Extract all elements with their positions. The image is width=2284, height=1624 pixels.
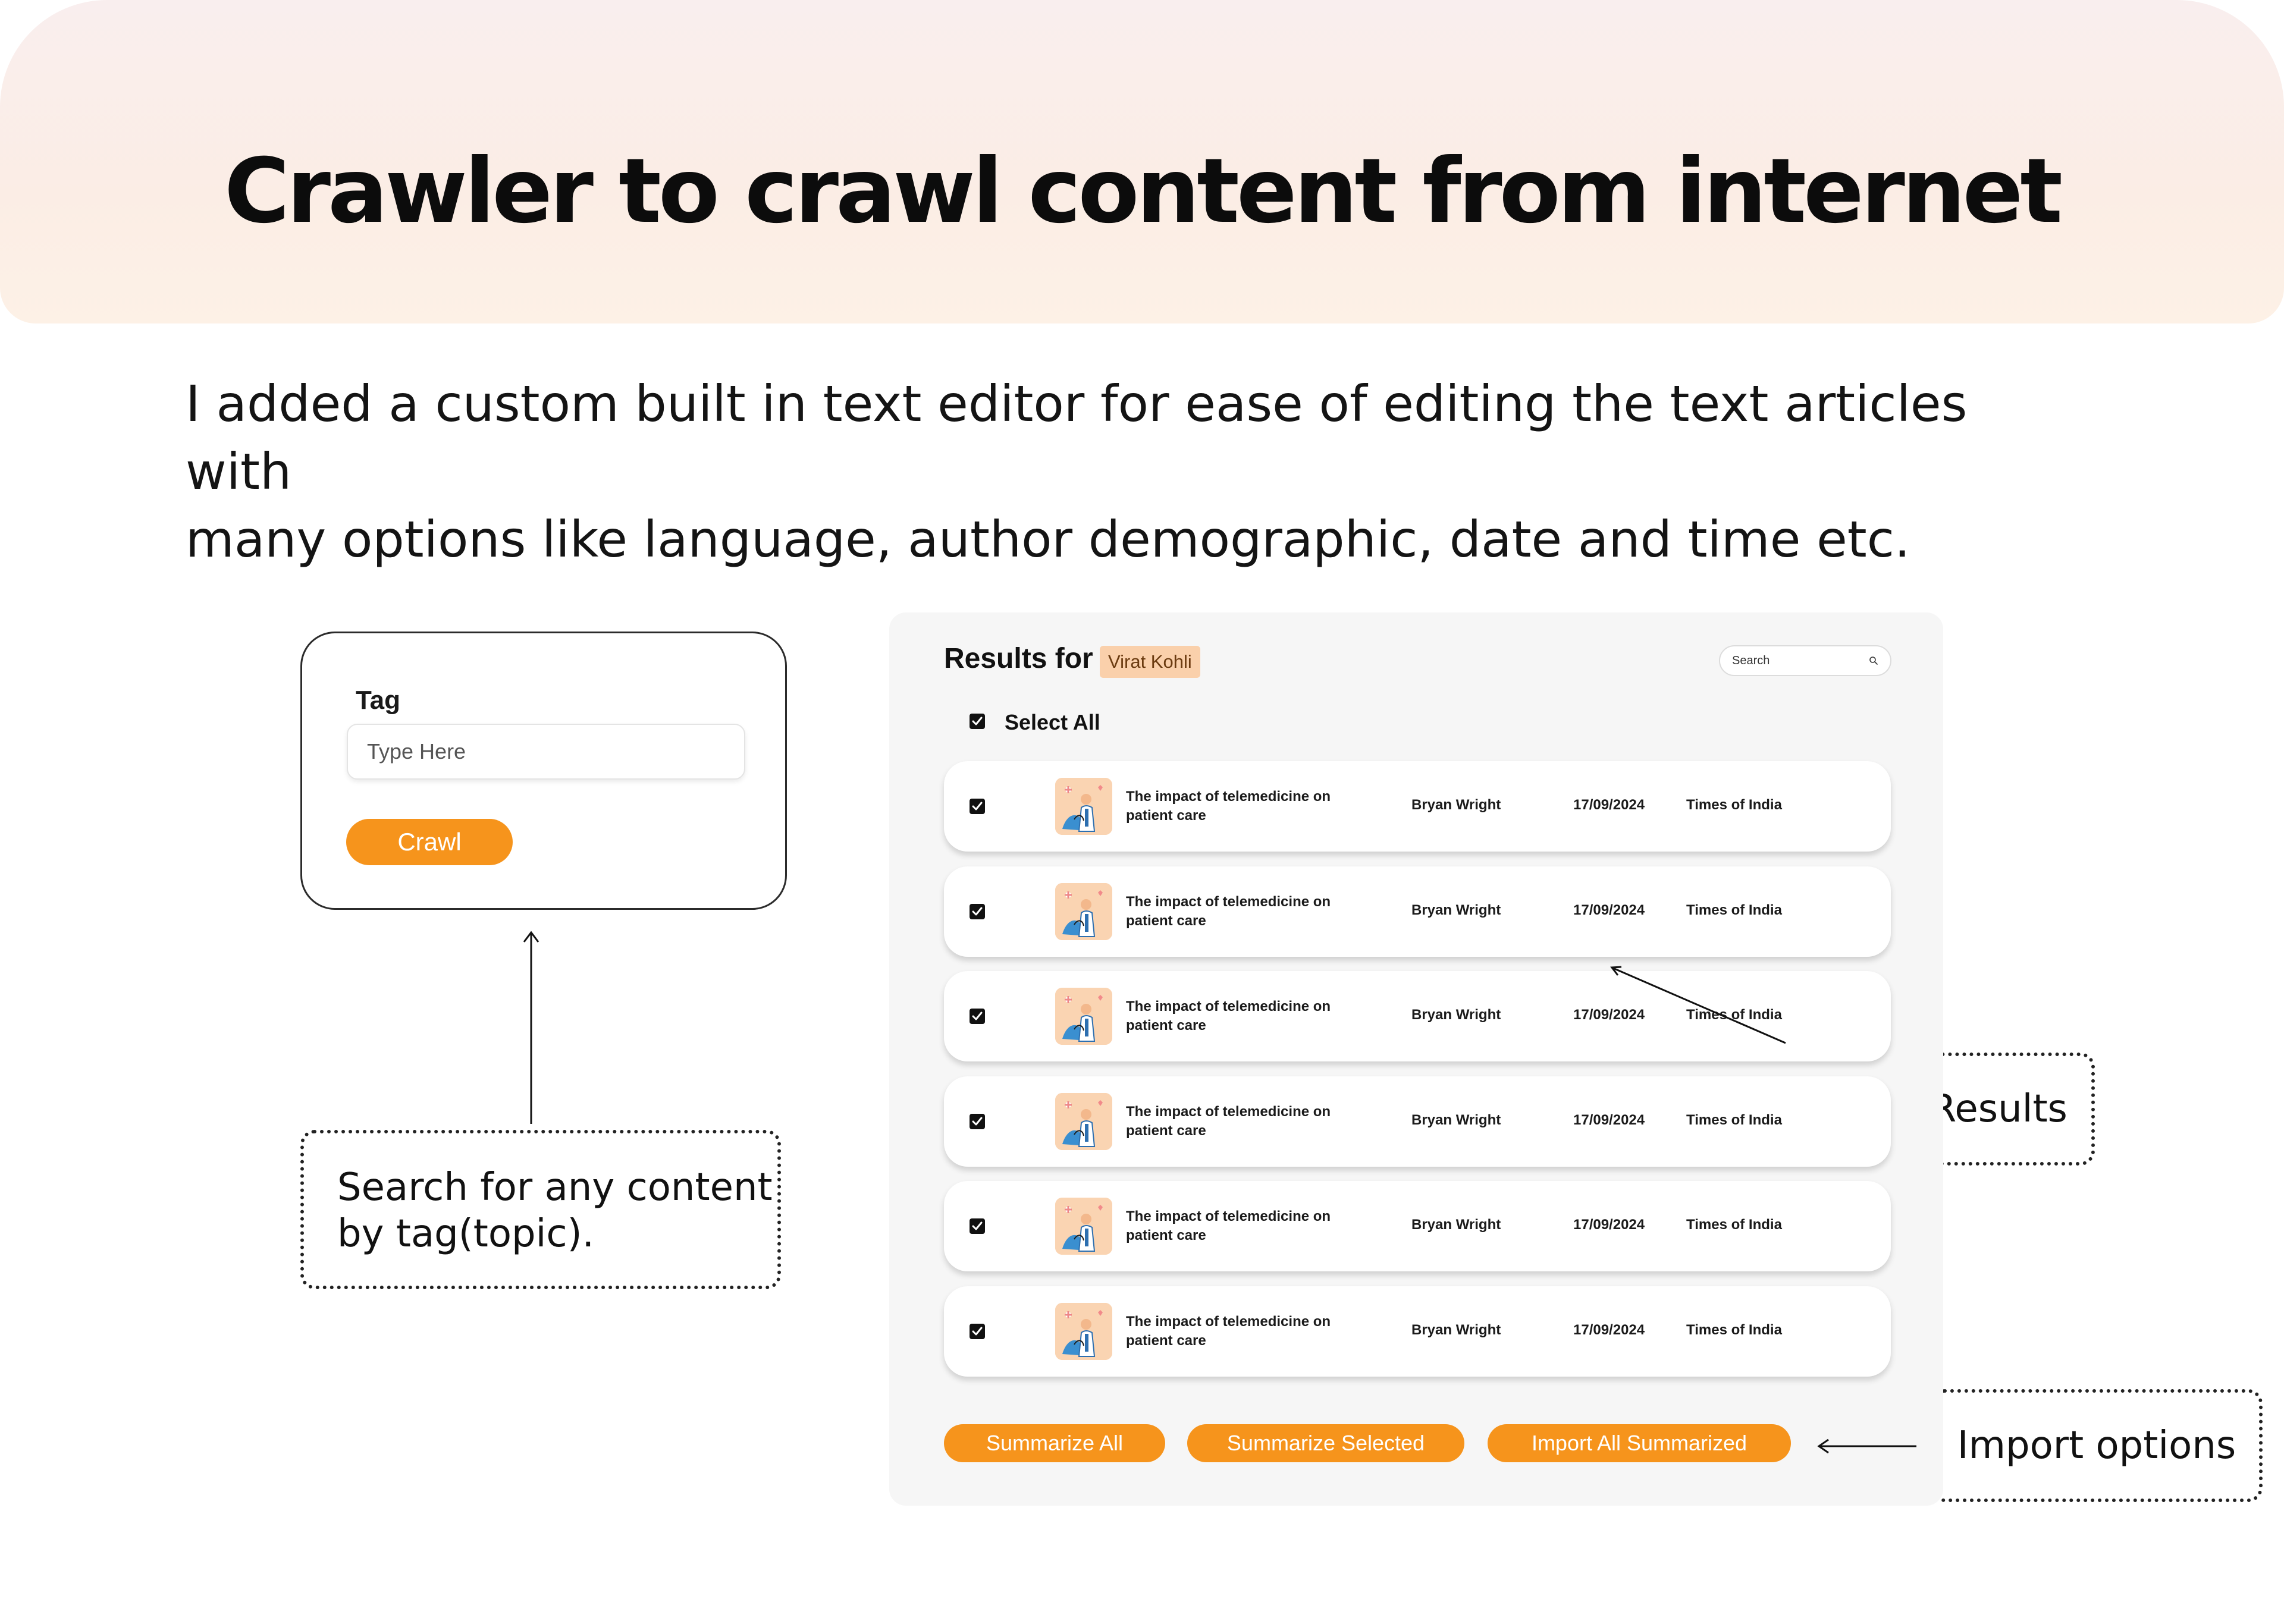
row-title-line-2: patient care xyxy=(1126,808,1206,824)
intro-text: I added a custom built in text editor fo… xyxy=(186,370,2089,573)
doctor-illustration-icon xyxy=(1055,988,1112,1045)
doctor-illustration-icon xyxy=(1055,778,1112,835)
row-source: Times of India xyxy=(1686,1112,1782,1128)
row-author: Bryan Wright xyxy=(1411,1217,1501,1233)
result-row[interactable]: The impact of telemedicine on patient car… xyxy=(944,971,1891,1061)
result-row[interactable]: The impact of telemedicine on patient car… xyxy=(944,1286,1891,1377)
tag-card: Tag Crawl xyxy=(300,632,787,910)
row-title-line-1: The impact of telemedicine on xyxy=(1126,1104,1331,1120)
row-title-line-1: The impact of telemedicine on xyxy=(1126,894,1331,910)
row-title-line-1: The impact of telemedicine on xyxy=(1126,789,1331,805)
row-title-line-2: patient care xyxy=(1126,1123,1206,1139)
page-title: Crawler to crawl content from internet xyxy=(224,140,2063,243)
row-checkbox[interactable] xyxy=(970,1218,985,1234)
summarize-selected-button[interactable]: Summarize Selected xyxy=(1187,1424,1464,1462)
row-date: 17/09/2024 xyxy=(1573,1007,1645,1023)
row-title-line-2: patient care xyxy=(1126,1227,1206,1243)
results-panel: Results for Virat Kohli Search Select Al… xyxy=(889,612,1943,1506)
row-title[interactable]: The impact of telemedicine on patient car… xyxy=(1126,787,1340,825)
checkbox-checked-icon xyxy=(972,1327,983,1336)
search-callout: Search for any content by tag(topic). xyxy=(300,1130,781,1289)
row-title-line-1: The impact of telemedicine on xyxy=(1126,1314,1331,1330)
row-title-line-1: The impact of telemedicine on xyxy=(1126,998,1331,1014)
row-title-line-1: The impact of telemedicine on xyxy=(1126,1208,1331,1224)
result-row[interactable]: The impact of telemedicine on patient car… xyxy=(944,761,1891,852)
row-source: Times of India xyxy=(1686,1007,1782,1023)
header-band xyxy=(0,0,2284,323)
row-date: 17/09/2024 xyxy=(1573,1112,1645,1128)
checkbox-checked-icon xyxy=(972,717,983,725)
row-author: Bryan Wright xyxy=(1411,902,1501,918)
row-author: Bryan Wright xyxy=(1411,1322,1501,1338)
checkbox-checked-icon xyxy=(972,1117,983,1126)
row-author: Bryan Wright xyxy=(1411,1007,1501,1023)
arrow-icon xyxy=(523,931,539,1124)
tag-label: Tag xyxy=(356,686,400,715)
select-all-checkbox[interactable] xyxy=(970,714,985,729)
row-title-line-2: patient care xyxy=(1126,1333,1206,1349)
result-row[interactable]: The impact of telemedicine on patient car… xyxy=(944,1181,1891,1271)
checkbox-checked-icon xyxy=(972,1221,983,1230)
row-checkbox[interactable] xyxy=(970,1009,985,1024)
row-checkbox[interactable] xyxy=(970,904,985,919)
select-all-label: Select All xyxy=(1005,710,1100,734)
row-checkbox[interactable] xyxy=(970,799,985,814)
checkbox-checked-icon xyxy=(972,1012,983,1020)
row-title[interactable]: The impact of telemedicine on patient car… xyxy=(1126,1312,1340,1350)
result-row[interactable]: The impact of telemedicine on patient car… xyxy=(944,866,1891,957)
row-author: Bryan Wright xyxy=(1411,797,1501,813)
row-date: 17/09/2024 xyxy=(1573,1217,1645,1233)
tag-input[interactable] xyxy=(347,724,745,780)
search-icon xyxy=(1869,656,1878,665)
results-search-placeholder: Search xyxy=(1732,654,1770,667)
row-source: Times of India xyxy=(1686,1217,1782,1233)
row-source: Times of India xyxy=(1686,1322,1782,1338)
doctor-illustration-icon xyxy=(1055,1093,1112,1150)
row-title-line-2: patient care xyxy=(1126,1017,1206,1034)
row-checkbox[interactable] xyxy=(970,1324,985,1339)
import-options-callout: Import options xyxy=(1931,1389,2263,1502)
row-author: Bryan Wright xyxy=(1411,1112,1501,1128)
row-date: 17/09/2024 xyxy=(1573,902,1645,918)
row-title[interactable]: The impact of telemedicine on patient car… xyxy=(1126,1102,1340,1141)
results-search-input[interactable]: Search xyxy=(1719,645,1891,676)
row-source: Times of India xyxy=(1686,902,1782,918)
intro-line-1: I added a custom built in text editor fo… xyxy=(186,375,1968,501)
doctor-illustration-icon xyxy=(1055,1198,1112,1255)
summarize-all-button[interactable]: Summarize All xyxy=(944,1424,1165,1462)
search-callout-line-1: Search for any content xyxy=(337,1166,773,1210)
intro-line-2: many options like language, author demog… xyxy=(186,510,1910,568)
crawl-button[interactable]: Crawl xyxy=(346,819,513,865)
result-row[interactable]: The impact of telemedicine on patient car… xyxy=(944,1076,1891,1167)
row-checkbox[interactable] xyxy=(970,1114,985,1129)
row-title-line-2: patient care xyxy=(1126,913,1206,929)
row-title[interactable]: The impact of telemedicine on patient car… xyxy=(1126,997,1340,1035)
row-title[interactable]: The impact of telemedicine on patient car… xyxy=(1126,893,1340,931)
row-title[interactable]: The impact of telemedicine on patient car… xyxy=(1126,1207,1340,1245)
search-callout-line-2: by tag(topic). xyxy=(337,1212,594,1256)
checkbox-checked-icon xyxy=(972,802,983,811)
row-source: Times of India xyxy=(1686,797,1782,813)
doctor-illustration-icon xyxy=(1055,883,1112,940)
import-all-summarized-button[interactable]: Import All Summarized xyxy=(1488,1424,1791,1462)
results-heading: Results for xyxy=(944,643,1093,674)
query-badge: Virat Kohli xyxy=(1100,646,1200,678)
row-date: 17/09/2024 xyxy=(1573,797,1645,813)
row-date: 17/09/2024 xyxy=(1573,1322,1645,1338)
doctor-illustration-icon xyxy=(1055,1303,1112,1360)
checkbox-checked-icon xyxy=(972,907,983,916)
